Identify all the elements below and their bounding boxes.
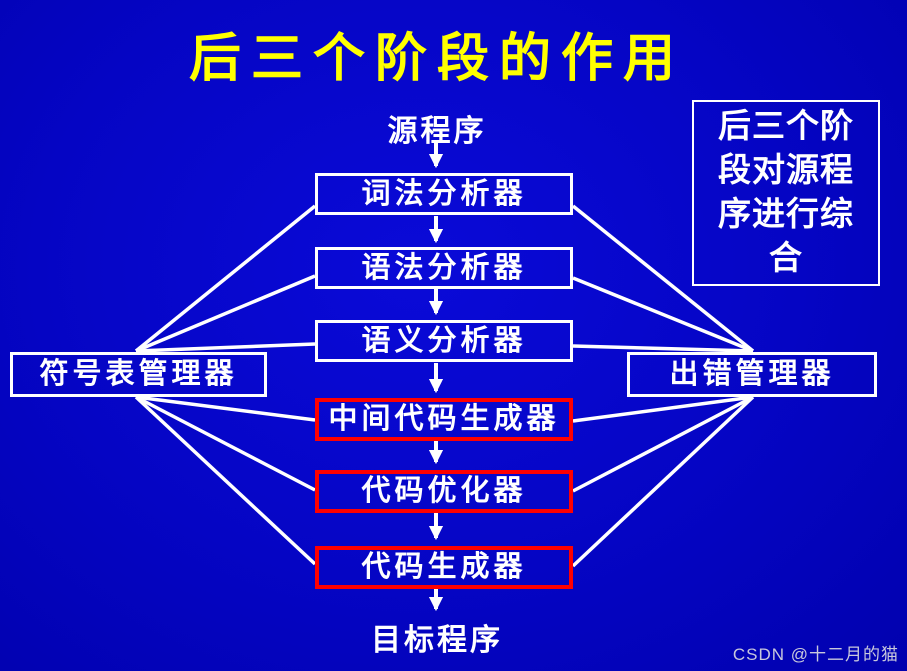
node-label: 语法分析器 (361, 251, 527, 284)
connector-line (135, 395, 316, 422)
node-label: 符号表管理器 (39, 358, 238, 390)
annotation-box: 后三个阶段对源程序进行综合 (692, 100, 880, 286)
connector-lines (134, 204, 755, 568)
connector-line (572, 344, 754, 353)
node-symbol-table-manager: 符号表管理器 (10, 352, 267, 397)
node-source-program: 源程序 (387, 115, 487, 148)
connector-line (572, 395, 754, 493)
node-label: 出错管理器 (669, 358, 835, 390)
node-code-optimizer: 代码优化器 (315, 470, 573, 513)
connector-line (135, 342, 316, 353)
node-label: 代码生成器 (361, 551, 527, 583)
connector-line (572, 395, 754, 423)
watermark: CSDN @十二月的猫 (732, 645, 899, 664)
node-label: 词法分析器 (361, 177, 527, 210)
connector-line (571, 204, 755, 353)
node-label: 代码优化器 (361, 475, 527, 507)
connector-line (134, 204, 317, 353)
node-intermediate-code-generator: 中间代码生成器 (315, 398, 573, 441)
node-target-program: 目标程序 (371, 624, 503, 657)
node-lexical-analyzer: 词法分析器 (315, 173, 573, 215)
connector-line (135, 274, 316, 353)
node-error-manager: 出错管理器 (627, 352, 877, 397)
annotation-text: 后三个阶段对源程序进行综合 (718, 109, 854, 277)
connector-line (572, 276, 754, 353)
node-semantic-analyzer: 语义分析器 (315, 320, 573, 362)
node-code-generator: 代码生成器 (315, 546, 573, 589)
connector-line (571, 395, 755, 568)
slide-title: 后三个阶段的作用 (188, 31, 685, 88)
connector-line (135, 395, 316, 492)
connector-line (134, 395, 317, 566)
node-syntax-analyzer: 语法分析器 (315, 247, 573, 289)
node-label: 中间代码生成器 (328, 403, 560, 435)
node-label: 语义分析器 (361, 324, 527, 357)
